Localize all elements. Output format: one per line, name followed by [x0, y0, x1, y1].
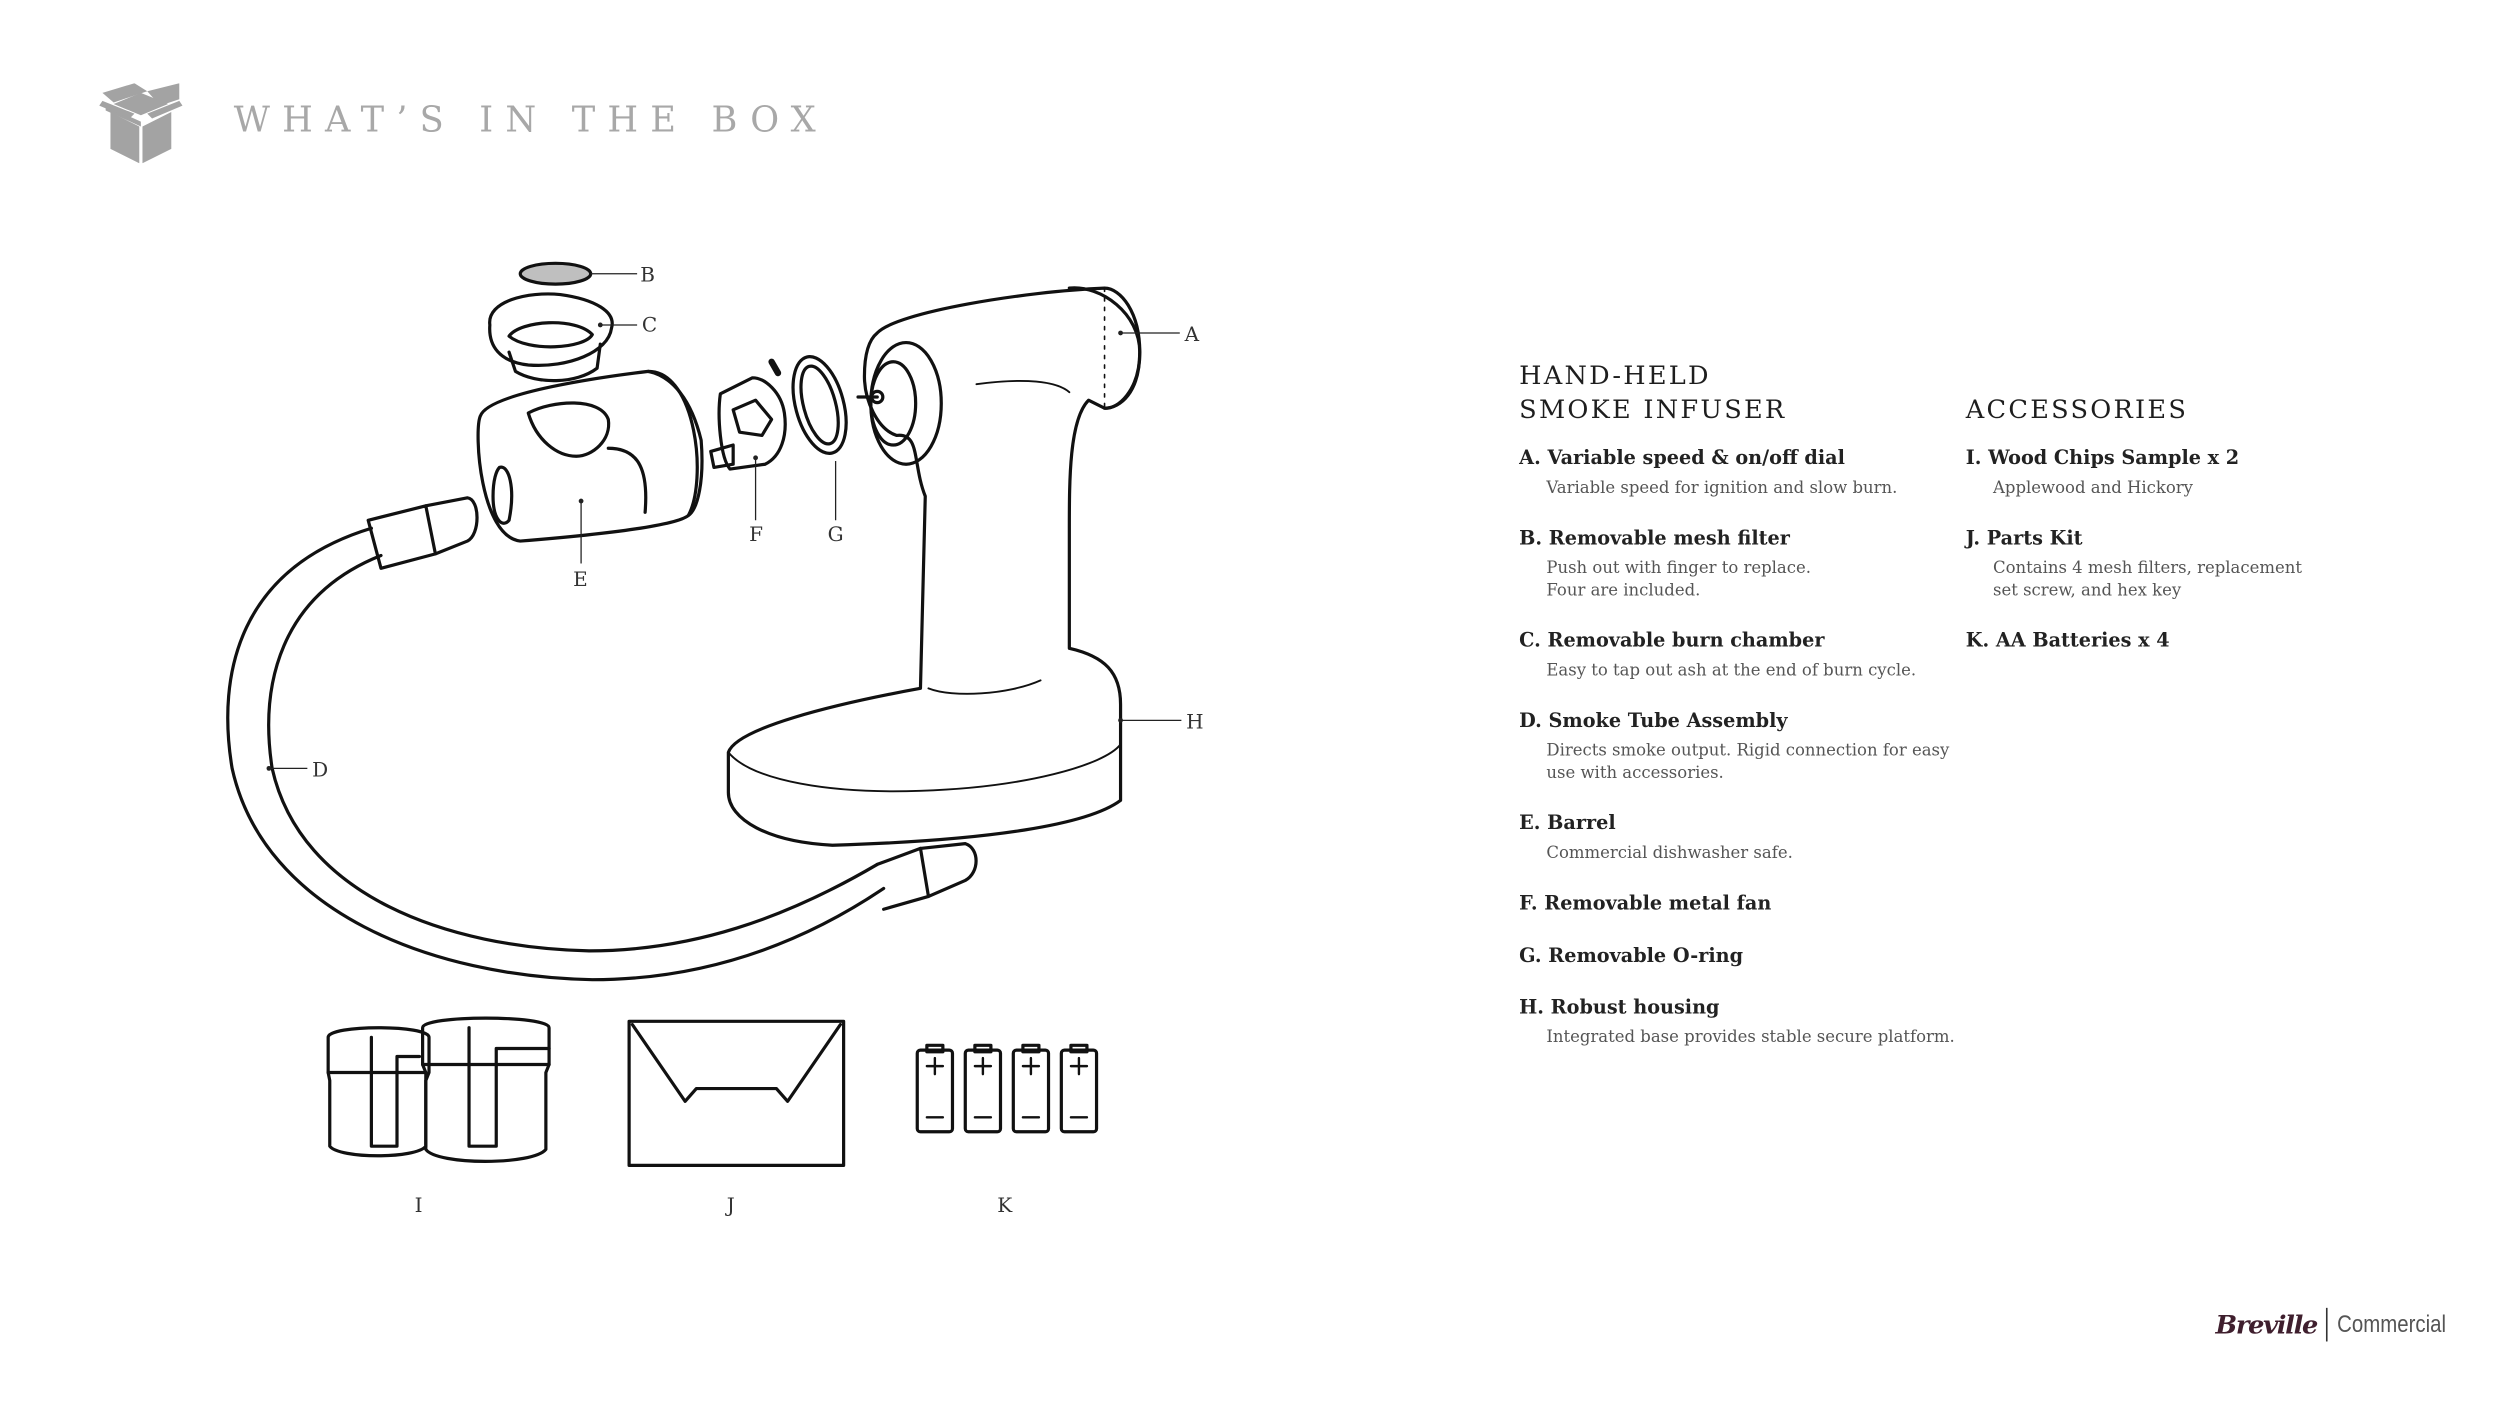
callout-a: A [1184, 322, 1200, 346]
burn-chamber [488, 292, 614, 383]
label-i: I [415, 1193, 423, 1217]
label-j: J [725, 1193, 735, 1217]
item-f: F. Removable metal fan [1519, 891, 1772, 915]
smoke-infuser-heading: HAND-HELD SMOKE INFUSER [1519, 360, 1787, 425]
callout-h: H [1186, 709, 1203, 733]
callout-g: G [828, 522, 844, 546]
item-k: K. AA Batteries x 4 [1965, 629, 2170, 652]
open-box-icon [99, 83, 183, 164]
item-h: H. Robust housing Integrated base provid… [1519, 995, 1955, 1047]
accessories-heading: ACCESSORIES [1965, 393, 2189, 425]
callout-d: D [312, 757, 328, 781]
item-j: J. Parts Kit Contains 4 mesh filters, re… [1965, 526, 2302, 601]
barrel [476, 369, 704, 543]
item-i: I. Wood Chips Sample x 2 Applewood and H… [1965, 446, 2240, 498]
parts-kit-envelope [627, 1019, 846, 1167]
label-k: K [997, 1193, 1013, 1217]
callout-f: F [749, 522, 763, 546]
callout-b: B [640, 263, 655, 287]
metal-fan [709, 358, 787, 471]
item-e: E. Barrel Commercial dishwasher safe. [1519, 811, 1793, 863]
callout-c: C [642, 312, 657, 336]
callout-e: E [573, 567, 588, 591]
smoke-tube-assembly [226, 496, 978, 982]
item-a: A. Variable speed & on/off dial Variable… [1519, 446, 1898, 498]
item-d: D. Smoke Tube Assembly Directs smoke out… [1519, 709, 1950, 783]
page-title: WHAT’S IN THE BOX [233, 100, 828, 141]
brand-logo: Breville Commercial [2215, 1307, 2466, 1342]
housing [726, 286, 1142, 847]
wood-chips-jars [326, 1016, 551, 1163]
item-b: B. Removable mesh filter Push out with f… [1519, 526, 1812, 601]
aa-batteries [915, 1043, 1099, 1134]
brand-divider [2326, 1307, 2329, 1342]
item-c: C. Removable burn chamber Easy to tap ou… [1519, 629, 1917, 681]
brand-name: Breville [2215, 1309, 2319, 1340]
item-g: G. Removable O-ring [1519, 944, 1744, 967]
brand-subtitle: Commercial [2337, 1311, 2447, 1339]
